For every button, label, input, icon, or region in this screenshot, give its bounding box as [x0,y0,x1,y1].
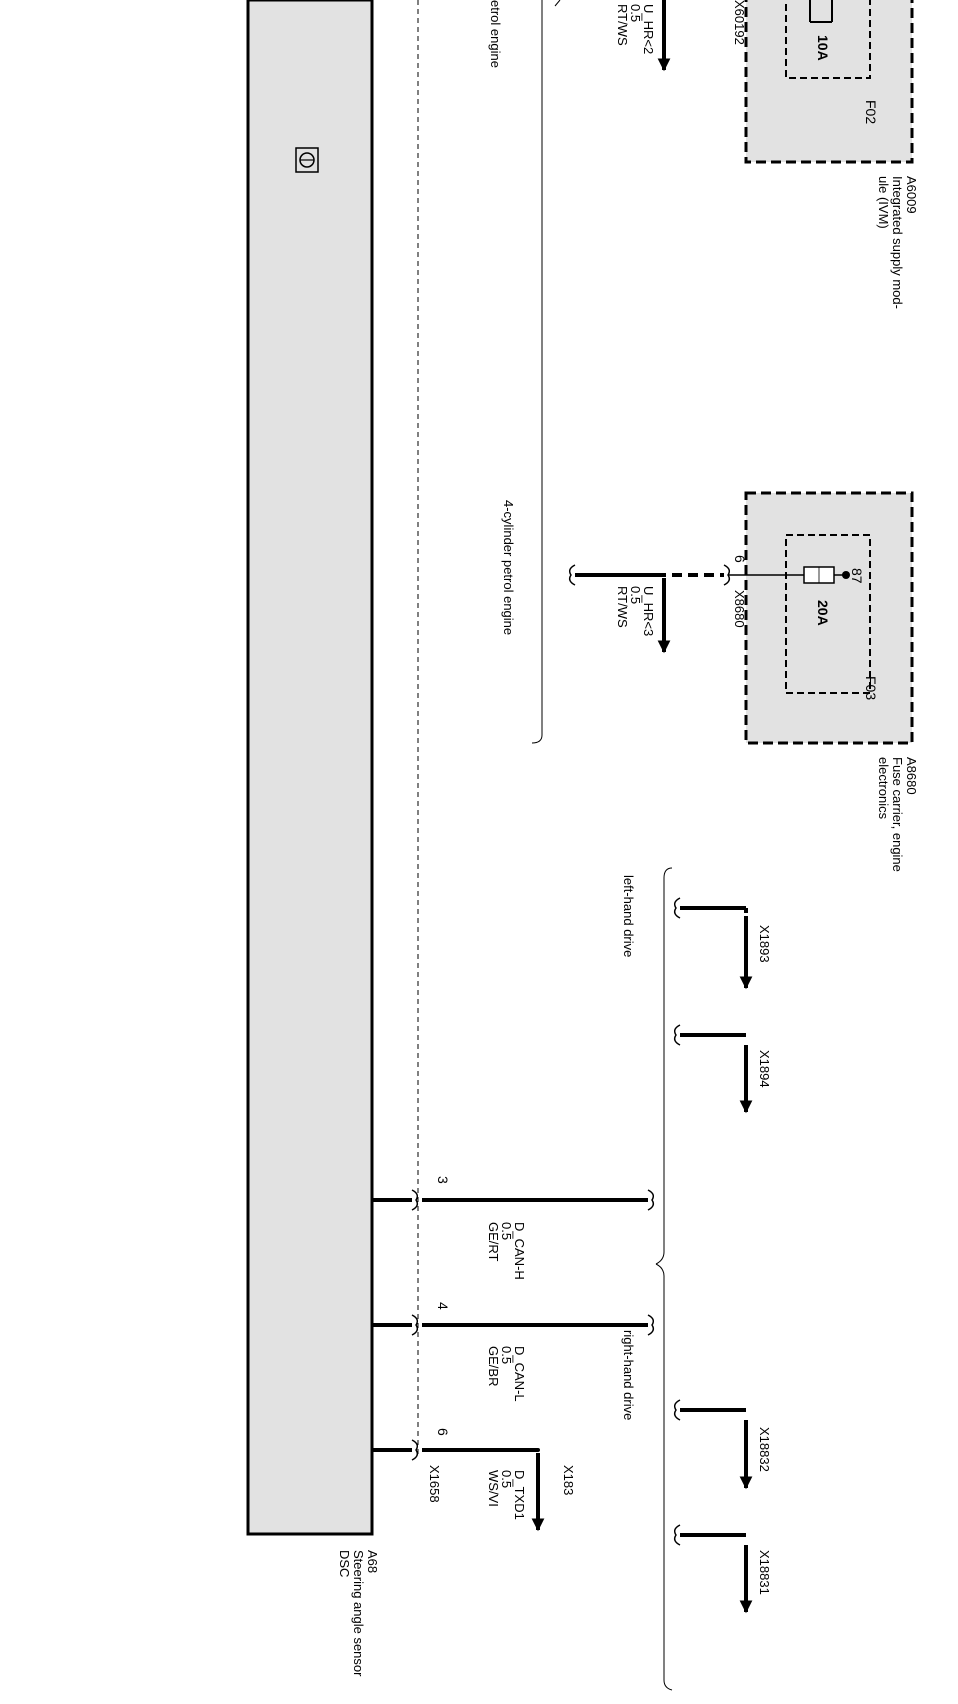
f03-fuse-id: F03 [863,676,879,700]
can-l-color: GE/BR [486,1346,501,1386]
a68-module-box [246,0,374,1536]
component-symbol-icon [295,147,319,173]
can-h-color: GE/RT [486,1222,501,1262]
lhd-label: left-hand drive [621,875,636,957]
can-h-signal: D_CAN-H [512,1222,527,1280]
u-hr2-cross-section: 0.5 [628,4,643,22]
f03-fuse-rating: 20A [815,600,831,626]
a68-id: A68 [365,1550,380,1573]
bracket-top [554,0,561,7]
a6009-name-line1: Integrated supply mod- [890,176,905,309]
x18832-wire [673,1399,753,1490]
u-hr3-signal: U_HR<3 [641,586,656,636]
a68-name-line2: DSC [337,1550,352,1577]
a8680-id: A8680 [904,757,919,795]
u-hr2-color: RT/WS [615,4,630,46]
txd1-pin: 6 [435,1428,451,1436]
x1658-connector-label: X1658 [427,1465,442,1503]
txd1-wire [372,1439,545,1532]
can-l-signal: D_CAN-L [512,1346,527,1402]
f02-fuse-rating: 10A [815,35,831,61]
x18831-label: X18831 [757,1550,772,1595]
txd1-signal: D_TXD1 [512,1470,527,1520]
f03-fuse-box [785,534,871,694]
can-h-wire [372,1189,655,1211]
x18831-wire [673,1524,753,1614]
x1894-label: X1894 [757,1050,772,1088]
a6009-id: A6009 [904,176,919,214]
fuse-f02-icon [809,0,833,23]
x8680-pin-6: 6 [732,555,748,563]
can-h-cross-section: 0.5 [499,1222,514,1240]
f03-pin-87: 87 [849,568,865,584]
petrol-engine-partial-label: etrol engine [488,0,503,68]
fuse-f03-icon [728,566,850,584]
a6009-name-line2: ule (IVM) [876,176,891,229]
txd1-color: WS/VI [486,1470,501,1507]
can-l-wire [372,1314,655,1336]
u-hr2-signal: U_HR<2 [641,4,656,54]
x18832-label: X18832 [757,1427,772,1472]
x1893-label: X1893 [757,925,772,963]
can-l-pin: 4 [435,1302,451,1310]
u-hr3-color: RT/WS [615,586,630,628]
a8680-name-line2: electronics [876,757,891,820]
x8680-connector-label: X8680 [732,590,747,628]
f02-fuse-id: F02 [863,100,879,124]
x1894-wire [673,1024,753,1114]
f02-fuse-box [785,0,871,79]
can-h-pin: 3 [435,1176,451,1184]
rhd-label: right-hand drive [621,1330,636,1420]
a8680-name-line1: Fuse carrier, engine [890,757,905,872]
can-l-cross-section: 0.5 [499,1346,514,1364]
lhd-bracket [655,867,673,1265]
bracket-4cyl [531,0,543,744]
txd1-cross-section: 0.5 [499,1470,514,1488]
x1893-wire [673,897,753,990]
u-hr3-cross-section: 0.5 [628,586,643,604]
u-hr3-wire [568,564,731,586]
txd1-connector-label: X183 [561,1465,576,1495]
petrol-4cyl-label: 4-cylinder petrol engine [501,500,516,635]
a68-name-line1: Steering angle sensor [351,1550,366,1677]
rhd-bracket [655,1263,673,1691]
x60192-connector-label: X60192 [732,0,747,45]
